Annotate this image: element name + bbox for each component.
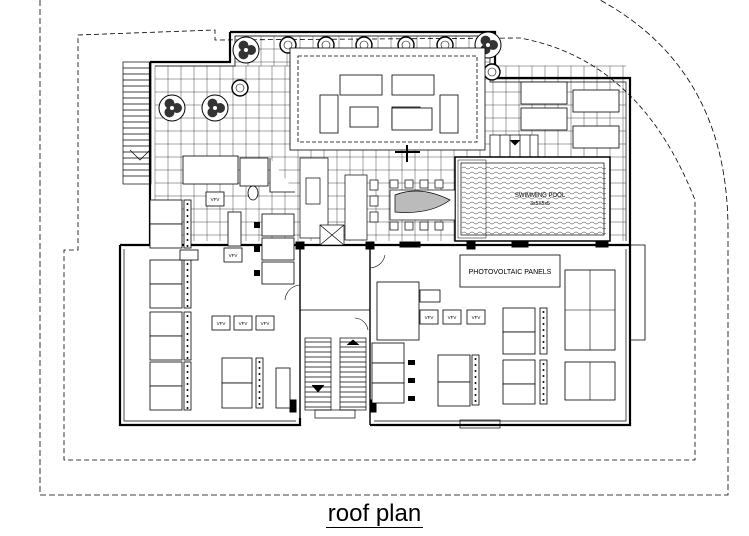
pv-panels-area: PHOTOVOLTAIC PANELS bbox=[459, 254, 616, 401]
vfv-units: VFV VFV VFV VFV VFV VFV VFV VFV bbox=[205, 191, 486, 331]
vfv-label: VFV bbox=[448, 315, 457, 320]
vfv-unit: VFV bbox=[211, 315, 231, 331]
vfv-unit: VFV bbox=[466, 309, 486, 325]
vfv-label: VFV bbox=[217, 321, 226, 326]
planter bbox=[483, 63, 501, 81]
dining-table bbox=[389, 145, 456, 231]
pool-stair bbox=[489, 134, 539, 158]
planter bbox=[231, 79, 249, 97]
door-swings bbox=[284, 254, 386, 331]
pool-size-label: 3x5X5x5 bbox=[530, 201, 550, 207]
vfv-unit: VFV bbox=[419, 309, 439, 325]
drawing-title: roof plan bbox=[0, 500, 749, 528]
vfv-label: VFV bbox=[472, 315, 481, 320]
pool-label: SWIMMING POOL bbox=[515, 193, 566, 199]
site-boundary-outer bbox=[39, 0, 729, 496]
vfv-unit: VFV bbox=[205, 191, 225, 207]
lounge-furniture bbox=[289, 47, 486, 151]
sunbeds bbox=[520, 81, 620, 149]
site-boundary-inner bbox=[63, 29, 696, 461]
tree-planter bbox=[232, 36, 260, 64]
vfv-unit: VFV bbox=[223, 247, 243, 263]
vfv-label: VFV bbox=[239, 321, 248, 326]
vfv-label: VFV bbox=[229, 253, 238, 258]
vfv-label: VFV bbox=[261, 321, 270, 326]
tree-planter bbox=[201, 94, 229, 122]
vfv-unit: VFV bbox=[233, 315, 253, 331]
hvac-units bbox=[149, 199, 548, 411]
tree-planter bbox=[158, 94, 186, 122]
drawing-title-text: roof plan bbox=[325, 500, 424, 528]
external-stair bbox=[122, 61, 152, 185]
lower-building bbox=[118, 241, 646, 429]
kitchen-bar bbox=[299, 157, 379, 246]
vfv-label: VFV bbox=[211, 197, 220, 202]
pv-panels-label: PHOTOVOLTAIC PANELS bbox=[469, 269, 552, 276]
wc-room bbox=[182, 155, 295, 201]
vfv-unit: VFV bbox=[255, 315, 275, 331]
vfv-label: VFV bbox=[425, 315, 434, 320]
main-stair bbox=[304, 337, 367, 419]
swimming-pool: SWIMMING POOL 3x5X5x5 bbox=[454, 156, 611, 242]
vfv-unit: VFV bbox=[442, 309, 462, 325]
